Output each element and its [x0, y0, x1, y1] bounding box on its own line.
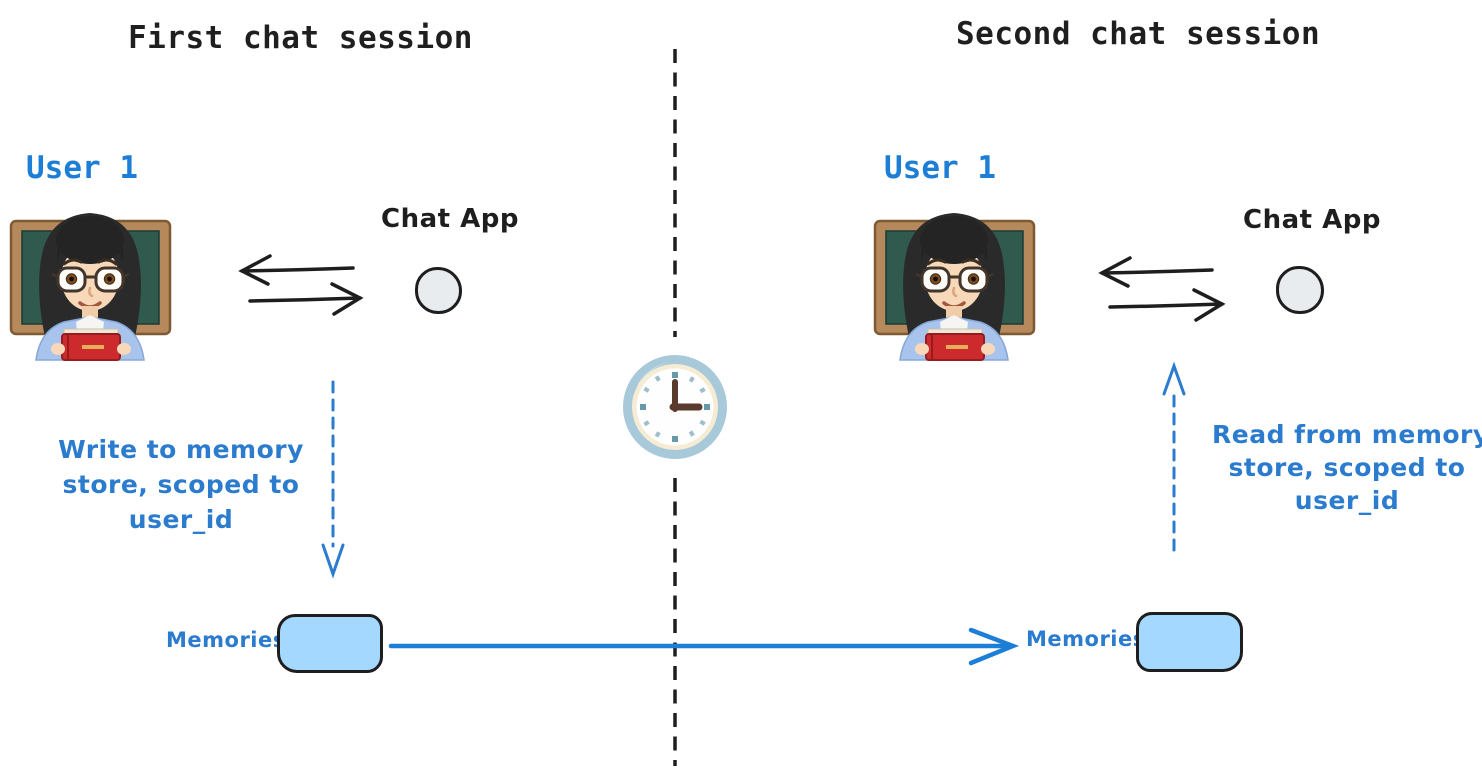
write-note-line-3: user_id: [128, 505, 234, 534]
read-note-line-3: user_id: [1294, 486, 1400, 515]
first-session-title: First chat session: [128, 20, 473, 56]
second-chat-app-label: Chat App: [1243, 205, 1381, 235]
read-note-line-1: Read from memory: [1212, 420, 1482, 449]
first-memories-box: [277, 614, 383, 673]
read-note: Read from memory store, scoped to user_i…: [1212, 418, 1482, 517]
session-divider-dashed-line: [673, 49, 677, 766]
first-user-label: User 1: [26, 150, 138, 186]
woman-teacher-emoji: [873, 213, 1036, 361]
second-memories-box: [1136, 612, 1243, 672]
first-chat-app-circle-icon: [415, 267, 462, 314]
first-memories-label: Memories: [166, 628, 286, 652]
second-chat-app-circle-icon: [1276, 266, 1324, 314]
woman-teacher-emoji: [9, 213, 172, 361]
second-message-exchange-arrows: [1098, 256, 1226, 322]
write-note: Write to memory store, scoped to user_id: [56, 432, 306, 537]
write-to-memory-arrow: [321, 380, 345, 579]
clock-icon: [623, 355, 727, 459]
second-session-title: Second chat session: [956, 16, 1321, 52]
second-memories-label: Memories: [1026, 627, 1146, 651]
write-note-line-2: store, scoped to: [62, 470, 300, 499]
first-chat-app-label: Chat App: [381, 204, 519, 234]
memory-transfer-arrow: [388, 627, 1020, 666]
first-message-exchange-arrows: [238, 254, 364, 316]
read-note-line-2: store, scoped to: [1228, 453, 1466, 482]
read-from-memory-arrow: [1162, 361, 1186, 558]
write-note-line-1: Write to memory: [58, 435, 304, 464]
second-user-label: User 1: [884, 150, 996, 186]
